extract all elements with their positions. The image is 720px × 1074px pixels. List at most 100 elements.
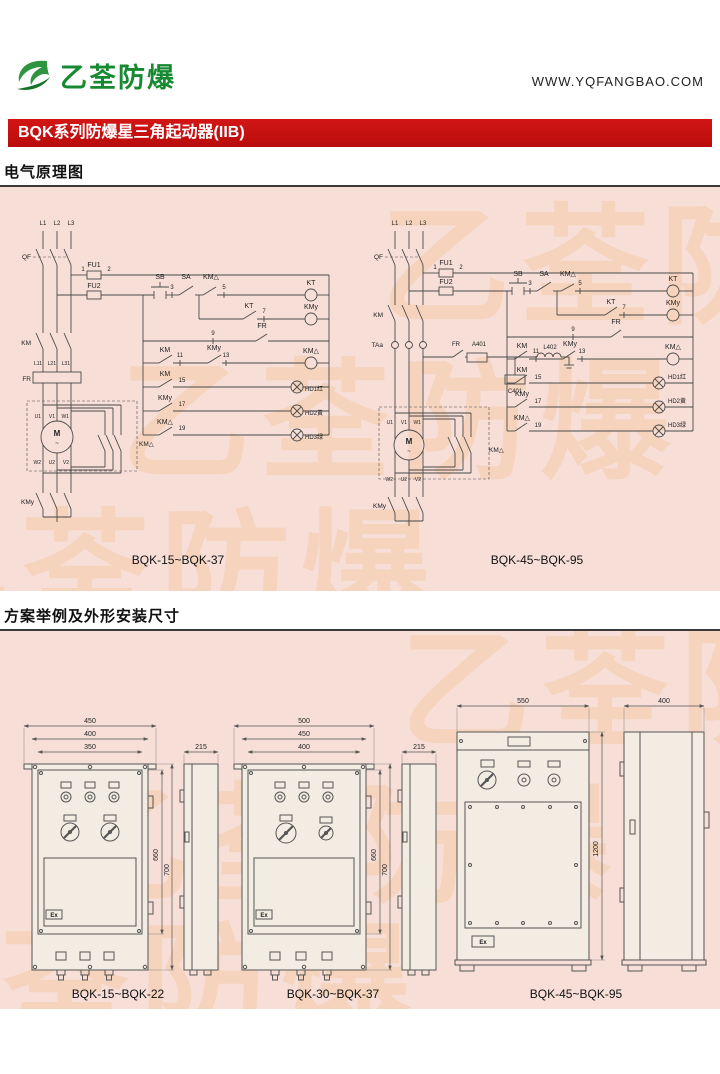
dimension-label: 700	[164, 864, 171, 876]
schematic-label: 15	[535, 375, 542, 381]
website-url: WWW.YQFANGBAO.COM	[531, 74, 704, 89]
schematic-label: U1	[35, 414, 42, 420]
schematic-label: L21	[48, 361, 57, 367]
dimension-lines: 550 400 1200	[456, 698, 705, 961]
schematic-label: HD2黄	[305, 409, 323, 417]
schematic-label: KMy	[373, 503, 387, 510]
schematic-label: HD3绿	[668, 421, 686, 429]
dimensions-panel: 乙荃防爆 乙荃防爆 乙荃防爆 450 400 350	[0, 631, 720, 1009]
page-header: 乙荃防爆 WWW.YQFANGBAO.COM	[0, 0, 720, 105]
dimension-label: 400	[658, 698, 670, 705]
schematic-right-drawing: L1 L2 L3 QF KM TAa FR A401 C401 L402 FU1…	[372, 221, 694, 526]
schematic-label: FR	[611, 319, 620, 326]
ex-mark: Ex	[50, 913, 58, 919]
schematic-label: L402	[543, 345, 557, 351]
dimension-label: 400	[84, 731, 96, 738]
schematic-label: 5	[222, 285, 226, 291]
schematic-label: U2	[401, 477, 408, 483]
schematic-label: KM	[517, 343, 528, 350]
schematic-label: FU1	[87, 262, 100, 269]
dimension-label: 660	[371, 849, 378, 861]
leaf-swoosh-icon	[17, 60, 50, 90]
schematic-label: V2	[63, 460, 69, 466]
section-title-schematic: 电气原理图	[0, 147, 720, 187]
schematic-label: C401	[508, 389, 523, 395]
dimension-label: 1200	[593, 841, 600, 857]
schematic-label: 3	[528, 281, 532, 287]
schematic-label: KM	[160, 371, 171, 378]
schematic-label: KM△	[514, 415, 531, 422]
schematic-label: A401	[472, 342, 487, 348]
schematic-label: KMy	[304, 304, 319, 311]
motor-label: M	[54, 429, 61, 438]
schematic-label: W2	[386, 477, 394, 483]
schematic-label: FU2	[439, 279, 452, 286]
dimension-lines: 450 400 350 215 660 700	[23, 718, 219, 971]
schematic-label: KM△	[489, 447, 504, 454]
schematic-label: L3	[420, 221, 427, 227]
schematic-label: HD1红	[668, 373, 686, 381]
schematic-label: U2	[49, 460, 56, 466]
ex-mark: Ex	[479, 940, 487, 946]
schematic-label: KM△	[139, 441, 154, 448]
wiring	[26, 231, 330, 522]
schematic-label: 19	[179, 426, 186, 432]
schematic-label: L31	[62, 361, 71, 367]
schematic-label: 1	[81, 267, 85, 273]
schematic-diagrams: L1 L2 L3 QF FU1 1 2 FU2 SB 3 SA KM△ 5 KT	[0, 187, 720, 567]
schematic-label: L1	[392, 221, 399, 227]
schematic-label: TAa	[372, 342, 384, 349]
side-view	[179, 763, 219, 976]
schematic-label: W1	[62, 414, 70, 420]
schematic-label: KMy	[666, 300, 681, 307]
schematic-label: SB	[155, 274, 165, 281]
dimension-label: 700	[382, 864, 389, 876]
schematic-label: W1	[414, 420, 422, 426]
cabinet3-drawing: 550 400 1200	[454, 698, 710, 972]
motor-label: M	[406, 437, 413, 446]
schematic-labels: L1 L2 L3 QF KM TAa FR A401 C401 L402 FU1…	[372, 221, 686, 510]
schematic-label: KM	[160, 347, 171, 354]
dimension-label: 215	[195, 744, 207, 751]
schematic-label: HD1红	[305, 385, 323, 393]
dimension-label: 450	[84, 718, 96, 725]
schematic-panel: 乙荃防爆 乙荃防爆 乙荃防爆	[0, 187, 720, 591]
cabinet3-figure: 550 400 1200	[442, 692, 710, 1001]
schematic-label: 3	[170, 285, 174, 291]
cabinet-drawings: 450 400 350 215 660 700	[0, 631, 720, 1009]
schematic-label: HD3绿	[305, 433, 323, 441]
schematic-label: QF	[22, 254, 31, 261]
cabinet1-drawing: 450 400 350 215 660 700	[23, 718, 219, 981]
schematic-label: 1	[433, 265, 437, 271]
side-view	[619, 731, 710, 972]
schematic-label: KMy	[158, 395, 173, 402]
schematic-right-caption: BQK-45~BQK-95	[490, 553, 584, 567]
cabinet1-caption: BQK-15~BQK-22	[71, 987, 165, 1001]
schematic-label: KMy	[207, 345, 222, 352]
schematic-labels: L1 L2 L3 QF FU1 1 2 FU2 SB 3 SA KM△ 5 KT	[21, 221, 323, 506]
dimension-label: 350	[84, 744, 96, 751]
schematic-label: ~	[55, 441, 59, 447]
dimension-lines: 500 450 400 215 660 700	[233, 718, 437, 971]
dimension-label: 215	[413, 744, 425, 751]
schematic-label: L1	[40, 221, 47, 227]
schematic-left-figure: L1 L2 L3 QF FU1 1 2 FU2 SB 3 SA KM△ 5 KT	[13, 215, 343, 567]
schematic-label: KT	[245, 303, 255, 310]
schematic-label: FU1	[439, 260, 452, 267]
schematic-label: 2	[107, 267, 111, 273]
dimension-label: 660	[153, 849, 160, 861]
schematic-label: 2	[459, 265, 463, 271]
cabinet2-drawing: 500 450 400 215 660 700	[233, 718, 437, 981]
schematic-label: KM	[517, 367, 528, 374]
schematic-label: KM△	[303, 348, 320, 355]
cabinet2-caption: BQK-30~BQK-37	[286, 987, 380, 1001]
schematic-left-caption: BQK-15~BQK-37	[131, 553, 225, 567]
schematic-label: KM△	[665, 344, 682, 351]
dimension-label: 450	[298, 731, 310, 738]
schematic-label: KMy	[515, 391, 530, 398]
wiring	[378, 231, 694, 526]
schematic-label: SA	[539, 271, 549, 278]
schematic-label: 13	[579, 349, 586, 355]
schematic-label: SB	[513, 271, 523, 278]
